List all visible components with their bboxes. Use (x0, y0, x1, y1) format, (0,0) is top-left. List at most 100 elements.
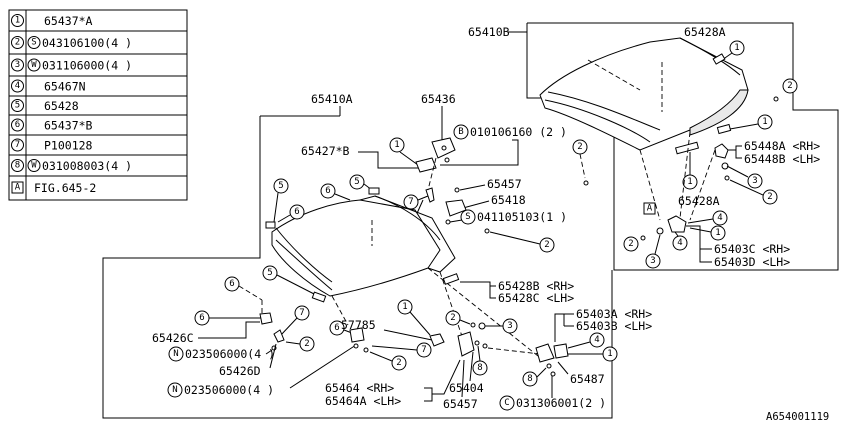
svg-text:6: 6 (325, 186, 330, 196)
svg-text:65457: 65457 (443, 397, 478, 411)
svg-text:57785: 57785 (341, 318, 376, 332)
svg-text:7: 7 (299, 308, 304, 318)
svg-text:65404: 65404 (449, 381, 484, 395)
svg-text:A: A (647, 204, 653, 214)
svg-text:2: 2 (450, 313, 455, 323)
svg-text:031306001(2 ): 031306001(2 ) (516, 396, 606, 410)
svg-text:2: 2 (767, 192, 772, 202)
svg-text:65403A <RH>: 65403A <RH> (576, 307, 652, 321)
svg-text:8: 8 (15, 161, 20, 171)
legend-row-6: 6 65437*B (11, 118, 93, 133)
svg-text:N: N (173, 349, 178, 359)
svg-text:1: 1 (394, 140, 399, 150)
svg-text:3: 3 (15, 60, 20, 70)
svg-text:5: 5 (354, 177, 359, 187)
svg-text:65428: 65428 (44, 99, 79, 113)
svg-text:6: 6 (15, 120, 20, 130)
svg-text:2: 2 (15, 38, 20, 48)
svg-text:65457: 65457 (487, 177, 522, 191)
legend-table: 1 65437*A 2 S 043106100(4 ) 3 W 03110600… (8, 9, 188, 201)
svg-text:3: 3 (752, 176, 757, 186)
svg-text:65428C <LH>: 65428C <LH> (498, 291, 574, 305)
legend-row-7: 7 P100128 (11, 138, 93, 153)
legend-row-3: 3 W 031106000(4 ) (11, 58, 132, 73)
svg-text:2: 2 (304, 339, 309, 349)
svg-text:5: 5 (278, 181, 283, 191)
svg-text:65403D <LH>: 65403D <LH> (714, 255, 790, 269)
svg-text:010106160 (2 ): 010106160 (2 ) (470, 125, 567, 139)
legend-row-4: 4 65467N (11, 79, 86, 94)
svg-text:65467N: 65467N (44, 80, 86, 94)
svg-text:65436: 65436 (421, 92, 456, 106)
group-65410a: 65410A 5 6 6 5 5 6 6 (102, 92, 652, 419)
svg-text:6: 6 (229, 279, 234, 289)
legend-row-2: 2 S 043106100(4 ) (11, 36, 132, 50)
svg-text:65428A: 65428A (684, 25, 726, 39)
svg-text:8: 8 (477, 363, 482, 373)
svg-text:041105103(1 ): 041105103(1 ) (477, 210, 567, 224)
svg-text:65403B <LH>: 65403B <LH> (576, 319, 652, 333)
legend-row-5: 5 65428 (11, 99, 79, 113)
svg-text:5: 5 (267, 268, 272, 278)
svg-text:2: 2 (577, 142, 582, 152)
svg-text:043106100(4 ): 043106100(4 ) (42, 36, 132, 50)
svg-text:023506000(4 ): 023506000(4 ) (185, 347, 275, 361)
svg-text:4: 4 (15, 81, 20, 91)
svg-text:1: 1 (402, 302, 407, 312)
svg-text:1: 1 (607, 349, 612, 359)
svg-text:2: 2 (787, 81, 792, 91)
svg-text:1: 1 (15, 16, 20, 26)
legend-row-a: A FIG.645-2 (11, 181, 96, 195)
svg-text:65427*B: 65427*B (301, 144, 350, 158)
svg-text:6: 6 (199, 313, 204, 323)
svg-text:65428B <RH>: 65428B <RH> (498, 279, 574, 293)
svg-text:65410B: 65410B (468, 25, 510, 39)
svg-text:8: 8 (527, 374, 532, 384)
svg-text:65426D: 65426D (219, 364, 261, 378)
svg-text:65426C: 65426C (152, 331, 194, 345)
svg-text:A: A (15, 183, 21, 193)
svg-text:2: 2 (544, 240, 549, 250)
svg-text:3: 3 (507, 321, 512, 331)
svg-text:65464 <RH>: 65464 <RH> (325, 381, 394, 395)
svg-text:S: S (31, 38, 36, 48)
svg-text:5: 5 (15, 101, 20, 111)
svg-text:P100128: P100128 (44, 139, 93, 153)
svg-text:023506000(4 ): 023506000(4 ) (184, 383, 274, 397)
svg-text:65410A: 65410A (311, 92, 353, 106)
svg-text:1: 1 (715, 228, 720, 238)
svg-text:2: 2 (628, 239, 633, 249)
svg-text:65437*A: 65437*A (44, 14, 93, 28)
svg-text:65448B <LH>: 65448B <LH> (744, 152, 820, 166)
group-65436: 65436 B 010106160 (2 ) 2 65427*B 1 65457… (301, 92, 589, 253)
svg-text:B: B (458, 127, 463, 137)
svg-text:65487: 65487 (570, 372, 605, 386)
svg-text:4: 4 (594, 335, 599, 345)
svg-text:W: W (31, 60, 37, 70)
svg-text:4: 4 (677, 238, 682, 248)
svg-text:4: 4 (717, 213, 722, 223)
group-65410b: 65410B 65428A 1 2 1 1 65428A 3 2 (468, 22, 839, 271)
trim-panel-lower (271, 195, 539, 357)
drawing-id: A654001119 (766, 411, 829, 423)
svg-text:1: 1 (734, 43, 739, 53)
svg-text:1: 1 (762, 117, 767, 127)
svg-text:7: 7 (421, 345, 426, 355)
svg-text:65437*B: 65437*B (44, 119, 93, 133)
svg-text:S: S (465, 212, 470, 222)
svg-text:2: 2 (396, 358, 401, 368)
svg-text:1: 1 (687, 177, 692, 187)
svg-text:65428A: 65428A (678, 194, 720, 208)
svg-text:7: 7 (408, 197, 413, 207)
legend-row-1: 1 65437*A (11, 14, 93, 28)
svg-text:FIG.645-2: FIG.645-2 (34, 181, 96, 195)
svg-text:65448A <RH>: 65448A <RH> (744, 139, 820, 153)
svg-text:7: 7 (15, 140, 20, 150)
svg-text:N: N (172, 385, 177, 395)
svg-text:65403C <RH>: 65403C <RH> (714, 242, 790, 256)
svg-text:6: 6 (334, 323, 339, 333)
svg-text:C: C (504, 398, 509, 408)
svg-text:031106000(4 ): 031106000(4 ) (42, 59, 132, 73)
svg-text:6: 6 (294, 207, 299, 217)
